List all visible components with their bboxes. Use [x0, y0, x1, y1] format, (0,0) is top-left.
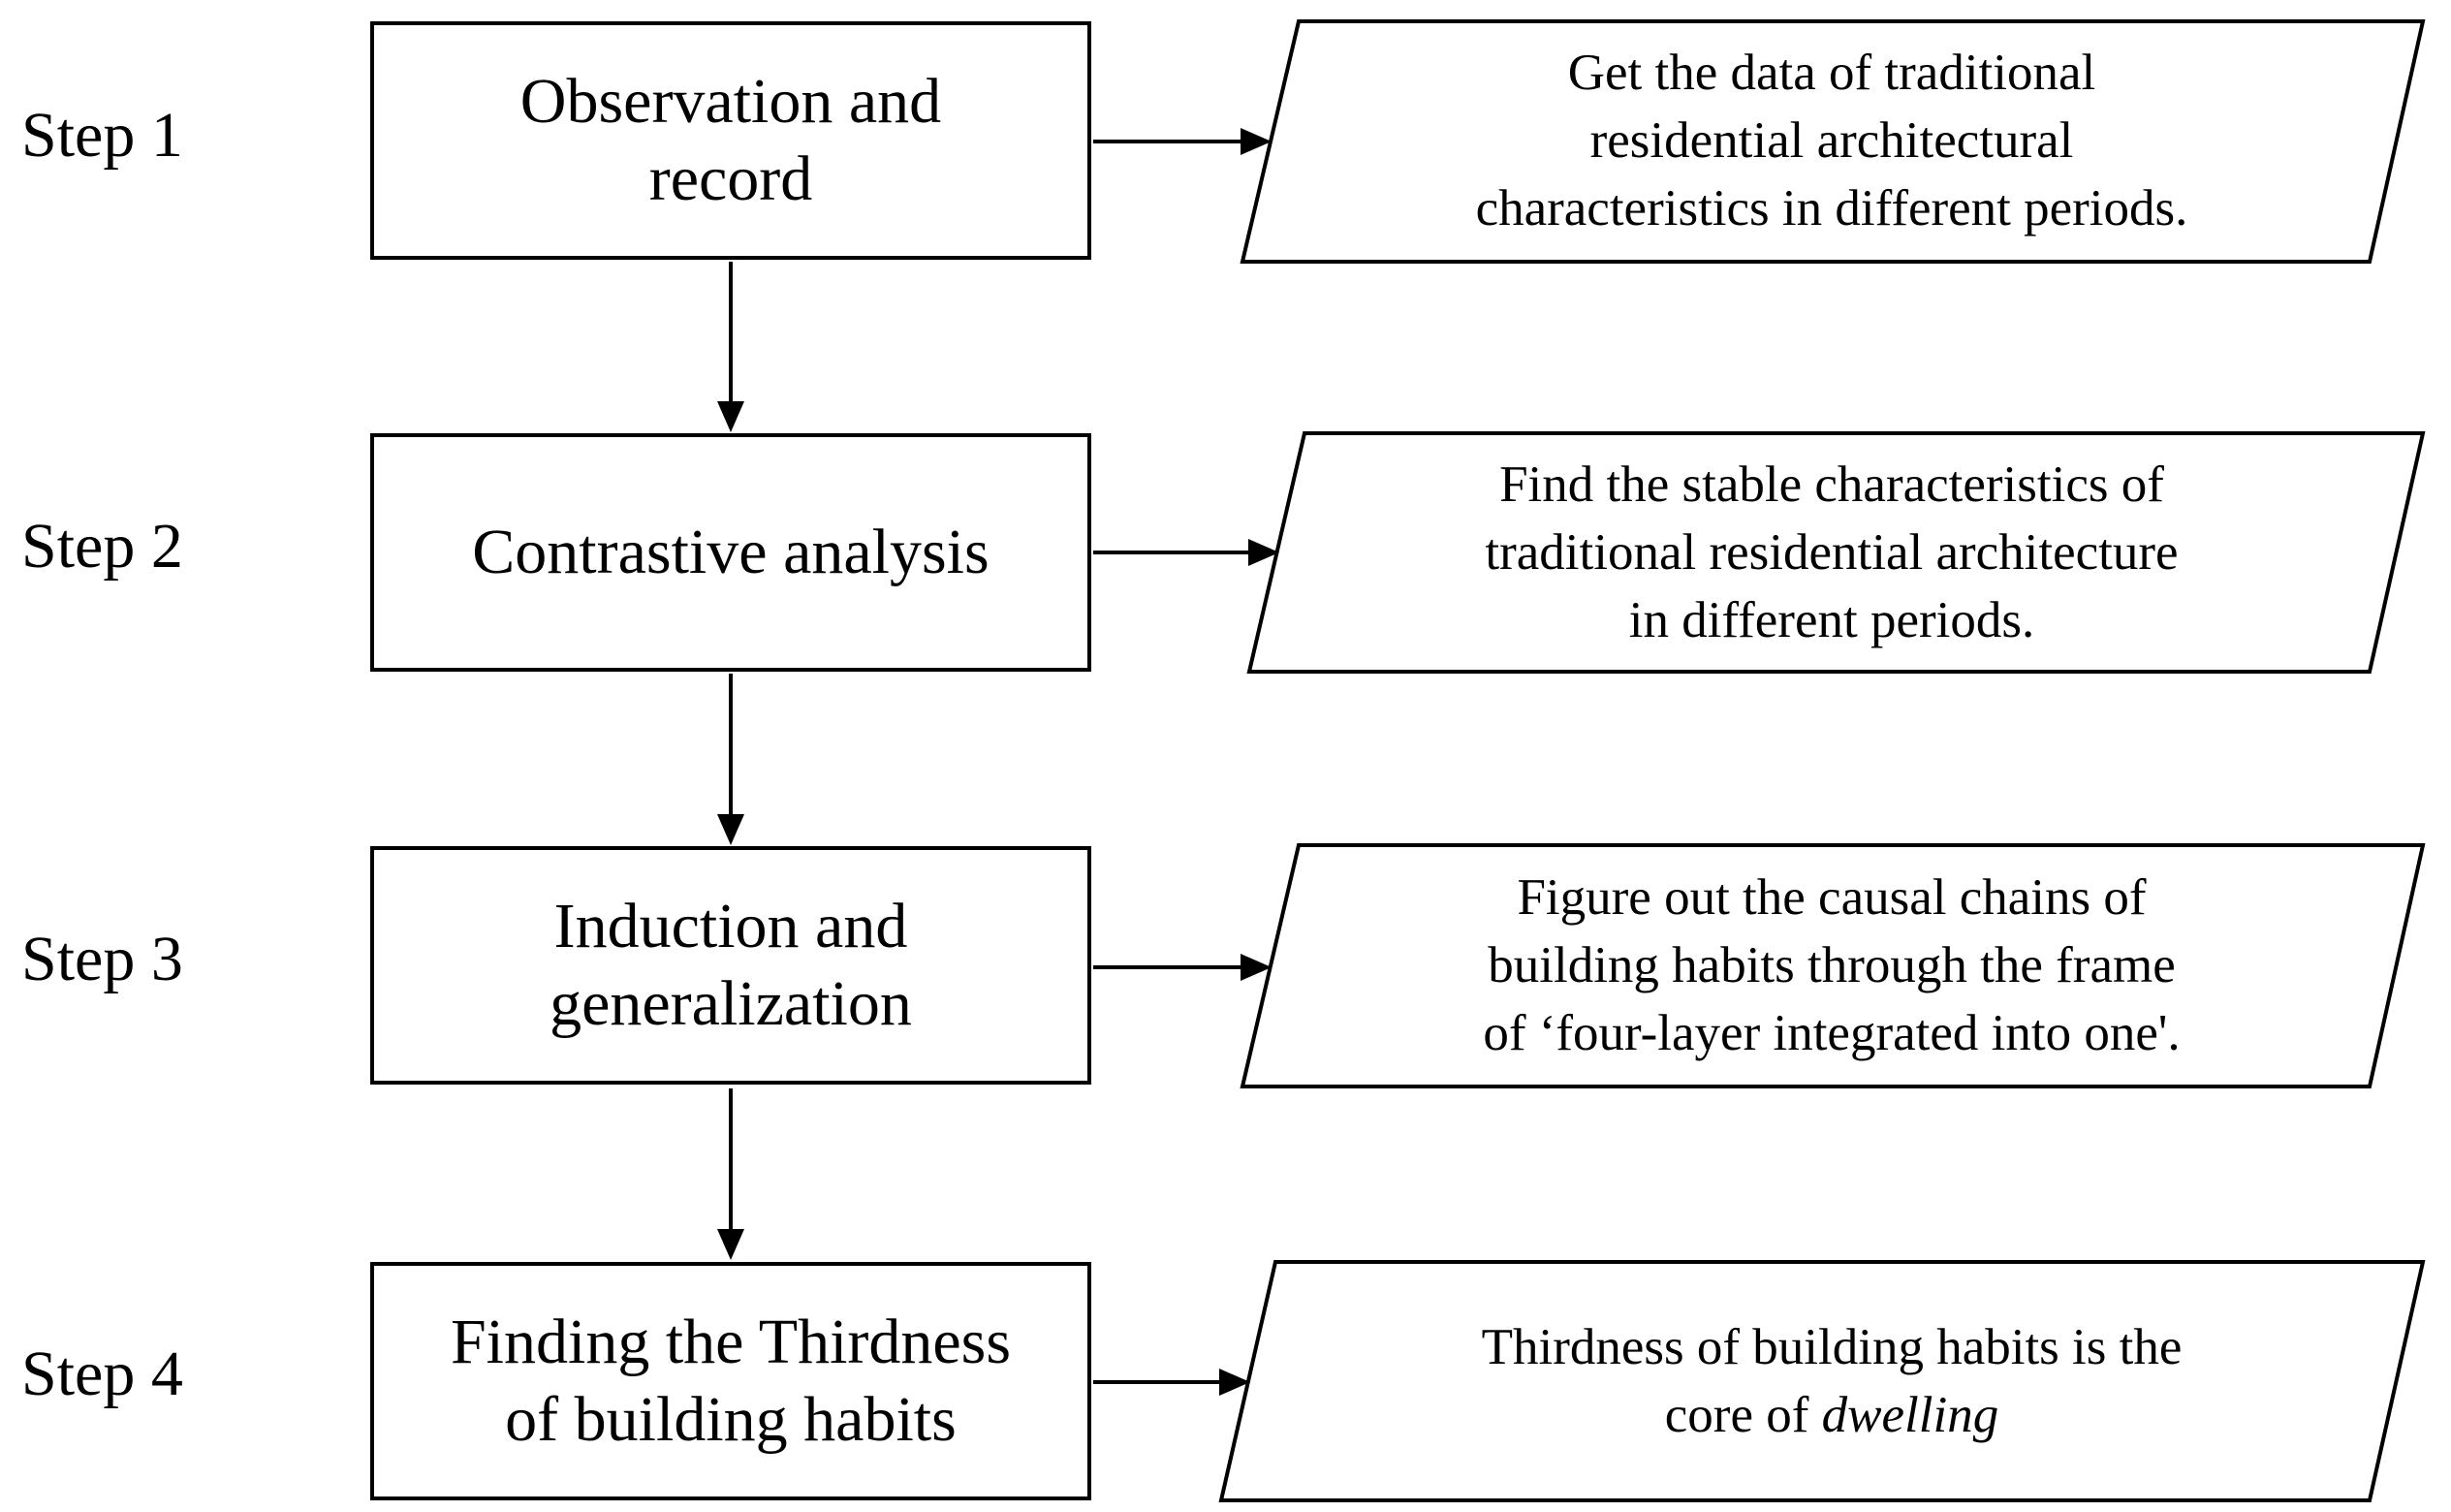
- process-text-step-1: Observation and record: [507, 63, 955, 218]
- arrowhead-step-4: [1219, 1369, 1250, 1396]
- step-label-3: Step 3: [21, 924, 183, 994]
- output-shape-step-1: [1240, 19, 2426, 264]
- process-text-step-4: Finding the Thirdness of building habits: [437, 1304, 1024, 1459]
- arrowhead-down-3: [717, 1229, 744, 1260]
- output-line-with-italic: core of dwelling: [1482, 1381, 2183, 1449]
- process-line: generalization: [550, 968, 912, 1039]
- output-text-step-4: Thirdness of building habits is the core…: [1260, 1262, 2404, 1500]
- output-line: of ‘four-layer integrated into one'.: [1483, 1005, 2181, 1061]
- output-line: Thirdness of building habits is the: [1481, 1319, 2183, 1375]
- arrowhead-step-2: [1248, 539, 1279, 566]
- output-line: Get the data of traditional: [1567, 45, 2096, 101]
- process-box-step-4: Finding the Thirdness of building habits: [370, 1262, 1091, 1500]
- output-shape-step-2: [1246, 431, 2426, 674]
- output-line: characteristics in different periods.: [1475, 180, 2188, 236]
- step-label-2: Step 2: [21, 511, 183, 582]
- arrowhead-down-2: [717, 814, 744, 845]
- output-shape-step-3: [1240, 843, 2426, 1088]
- output-text-step-1: Get the data of traditional residential …: [1260, 21, 2404, 260]
- italic-term: dwelling: [1821, 1387, 1999, 1443]
- arrowhead-step-1: [1241, 128, 1272, 155]
- output-line: Figure out the causal chains of: [1517, 869, 2147, 926]
- output-shape-step-4: [1218, 1260, 2426, 1502]
- output-line: in different periods.: [1628, 592, 2035, 648]
- process-line: Finding the Thirdness: [450, 1307, 1012, 1377]
- arrowhead-step-3: [1241, 954, 1272, 981]
- output-line: residential architectural: [1589, 112, 2074, 169]
- process-text-step-3: Induction and generalization: [536, 888, 926, 1043]
- step-label-4: Step 4: [21, 1339, 183, 1409]
- output-text-step-3: Figure out the causal chains of building…: [1260, 846, 2404, 1085]
- step-label-1: Step 1: [21, 100, 183, 171]
- output-text-step-2: Find the stable characteristics of tradi…: [1260, 433, 2404, 672]
- output-line: core of: [1664, 1387, 1822, 1443]
- process-text-step-2: Contrastive analysis: [458, 514, 1002, 591]
- output-line: traditional residential architecture: [1485, 524, 2179, 581]
- output-line: building habits through the frame: [1488, 937, 2176, 993]
- arrowhead-down-1: [717, 401, 744, 432]
- output-line: Find the stable characteristics of: [1499, 457, 2164, 513]
- process-box-step-3: Induction and generalization: [370, 846, 1091, 1085]
- process-box-step-2: Contrastive analysis: [370, 433, 1091, 672]
- process-line: Contrastive analysis: [472, 517, 990, 587]
- process-line: of building habits: [505, 1384, 957, 1455]
- process-line: Observation and: [519, 66, 942, 137]
- process-line: record: [648, 143, 813, 214]
- process-line: Induction and: [553, 891, 908, 961]
- process-box-step-1: Observation and record: [370, 21, 1091, 260]
